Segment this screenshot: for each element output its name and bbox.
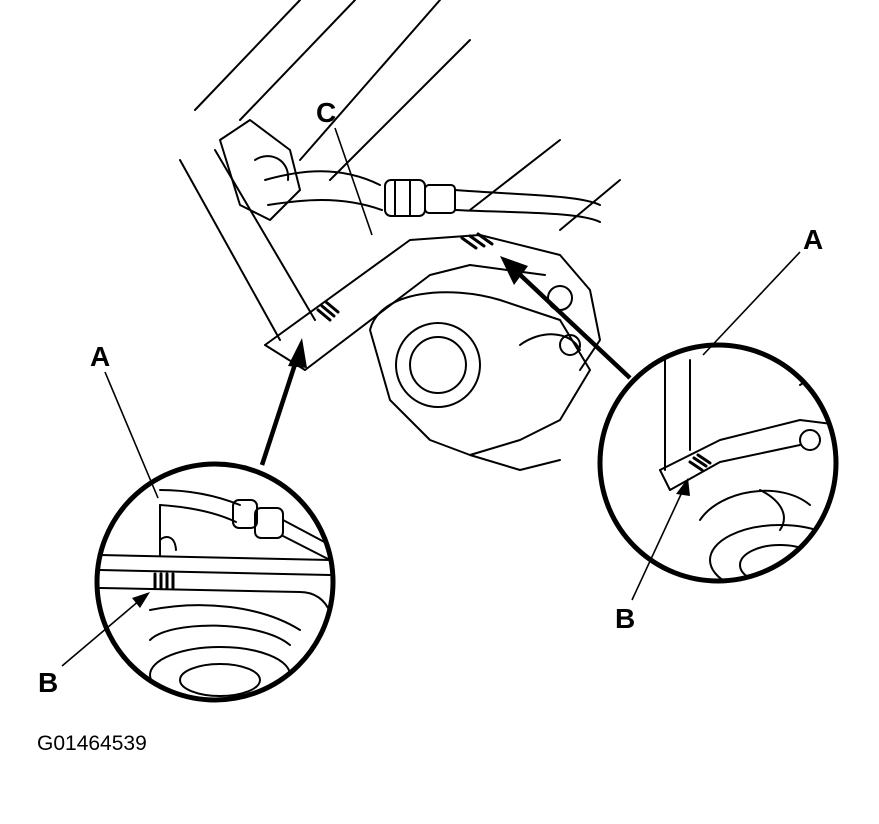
callout-label-b-right: B: [615, 603, 635, 634]
callout-label-b-left: B: [38, 667, 58, 698]
leader-a-left: [104, 371, 159, 499]
leader-b-left-head: [132, 592, 150, 608]
pointer-arrow-left: [259, 338, 307, 466]
leader-b-right: [631, 489, 684, 601]
main-assembly: [179, 0, 621, 471]
callout-label-a-left: A: [90, 341, 110, 372]
pointer-arrow-right: [500, 256, 632, 380]
figure-id: G01464539: [37, 732, 147, 755]
leader-b-left: [61, 599, 141, 667]
leader-a-right: [702, 251, 801, 356]
leader-c: [334, 127, 373, 236]
detail-circle-left: [94, 461, 336, 703]
callout-label-c: C: [316, 97, 336, 128]
callout-label-a-right: A: [803, 224, 823, 255]
detail-circle-right: [597, 342, 839, 584]
leader-b-right-head: [676, 478, 690, 496]
